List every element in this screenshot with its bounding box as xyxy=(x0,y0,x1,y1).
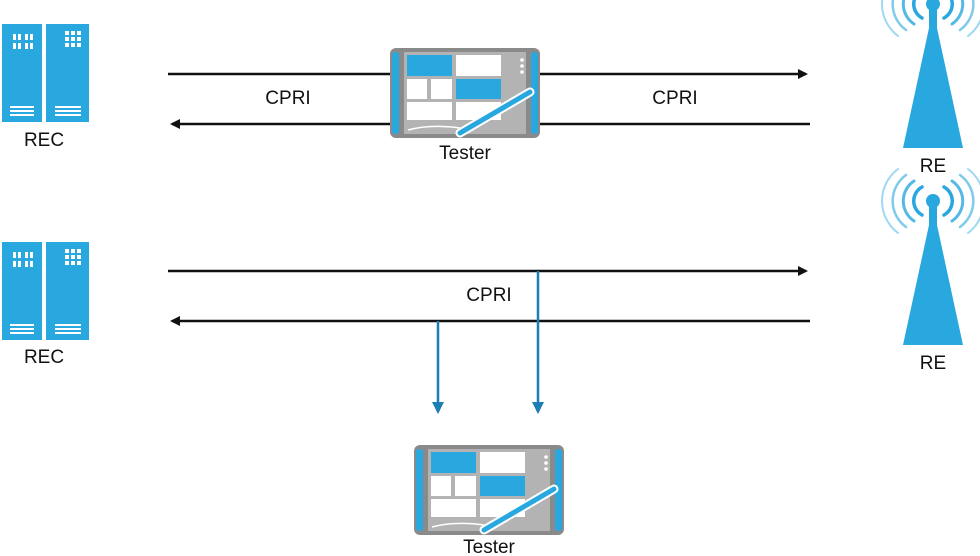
cpri-label: CPRI xyxy=(466,285,511,306)
re-label: RE xyxy=(920,353,946,374)
tester-label: Tester xyxy=(439,143,491,164)
radio-tower-icon xyxy=(880,0,980,150)
bottom-scenario: REC CPRI Tester RE xyxy=(2,167,980,556)
rec-label: REC xyxy=(24,347,64,368)
tablet-tester-icon xyxy=(390,48,540,138)
cpri-label-left: CPRI xyxy=(265,88,310,109)
tablet-tester-icon xyxy=(414,445,564,535)
radio-tower-icon xyxy=(880,167,980,347)
rec-label: REC xyxy=(24,130,64,151)
top-scenario: REC CPRI CPRI Tester RE xyxy=(2,0,980,177)
tester-label: Tester xyxy=(463,537,515,556)
re-label: RE xyxy=(920,156,946,177)
cpri-label-right: CPRI xyxy=(652,88,697,109)
server-rack-icon xyxy=(2,242,89,340)
server-rack-icon xyxy=(2,24,89,122)
